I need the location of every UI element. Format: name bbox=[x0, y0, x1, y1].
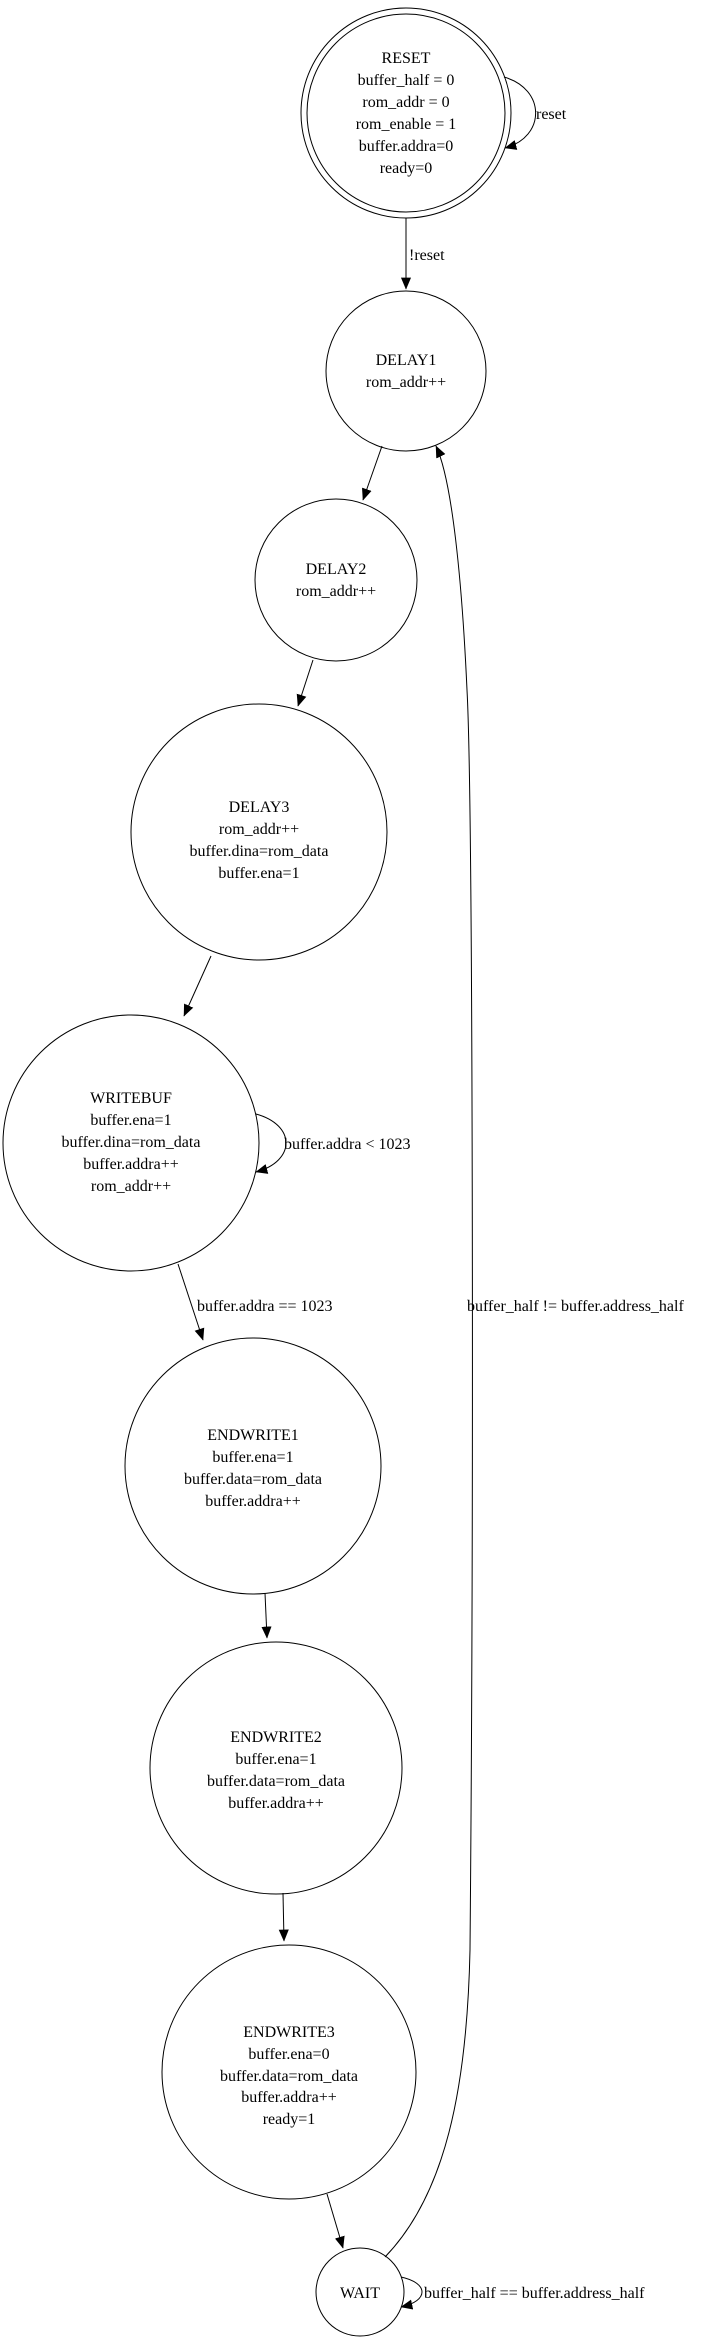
edge-reset-delay1-label: !reset bbox=[409, 247, 445, 264]
state-endwrite1-action: buffer.data=rom_data bbox=[184, 1471, 322, 1488]
state-endwrite3-action: buffer.addra++ bbox=[241, 2089, 337, 2106]
state-endwrite3-action: buffer.ena=0 bbox=[248, 2046, 329, 2063]
state-endwrite2-action: buffer.addra++ bbox=[228, 1795, 324, 1812]
state-delay1: DELAY1 rom_addr++ bbox=[325, 290, 487, 452]
state-endwrite1: ENDWRITE1 buffer.ena=1 buffer.data=rom_d… bbox=[124, 1337, 382, 1595]
edge-reset-self bbox=[503, 76, 537, 150]
state-writebuf-action: buffer.ena=1 bbox=[90, 1112, 171, 1129]
state-wait-circle bbox=[315, 2247, 405, 2337]
state-reset-action: rom_addr = 0 bbox=[362, 94, 449, 111]
edge-delay2-delay3 bbox=[296, 659, 314, 707]
state-writebuf-action: buffer.addra++ bbox=[83, 1156, 179, 1173]
edge-writebuf-self bbox=[255, 1113, 287, 1174]
state-endwrite1-title: ENDWRITE1 bbox=[207, 1427, 299, 1444]
edge-wait-delay1 bbox=[384, 445, 473, 2258]
state-reset-action: rom_enable = 1 bbox=[356, 116, 457, 133]
state-delay3-action: rom_addr++ bbox=[219, 821, 299, 838]
state-endwrite1-action: buffer.ena=1 bbox=[212, 1449, 293, 1466]
edge-delay1-delay2 bbox=[362, 445, 383, 501]
edge-delay3-writebuf bbox=[183, 955, 212, 1017]
state-reset-action: buffer.addra=0 bbox=[359, 138, 453, 155]
state-endwrite2-circle bbox=[149, 1641, 403, 1895]
state-endwrite3-circle bbox=[161, 1944, 417, 2200]
state-endwrite3: ENDWRITE3 buffer.ena=0 buffer.data=rom_d… bbox=[161, 1944, 417, 2200]
state-reset-inner-circle bbox=[306, 13, 506, 213]
edge-endwrite2-endwrite3 bbox=[278, 1892, 289, 1942]
state-delay2-title: DELAY2 bbox=[306, 561, 367, 578]
state-endwrite3-title: ENDWRITE3 bbox=[243, 2024, 335, 2041]
state-writebuf-action: rom_addr++ bbox=[91, 1178, 171, 1195]
state-endwrite2-action: buffer.ena=1 bbox=[235, 1751, 316, 1768]
edge-wait-delay1-label: buffer_half != buffer.address_half bbox=[467, 1298, 684, 1315]
edge-writebuf-self-label: buffer.addra < 1023 bbox=[284, 1136, 410, 1153]
state-delay2-action: rom_addr++ bbox=[296, 583, 376, 600]
state-endwrite1-action: buffer.addra++ bbox=[205, 1493, 301, 1510]
state-delay1-action: rom_addr++ bbox=[366, 374, 446, 391]
state-reset: RESET buffer_half = 0 rom_addr = 0 rom_e… bbox=[300, 7, 512, 219]
state-endwrite1-circle bbox=[124, 1337, 382, 1595]
state-delay3: DELAY3 rom_addr++ buffer.dina=rom_data b… bbox=[130, 703, 388, 961]
state-endwrite3-action: buffer.data=rom_data bbox=[220, 2068, 358, 2085]
state-writebuf: WRITEBUF buffer.ena=1 buffer.dina=rom_da… bbox=[2, 1014, 260, 1272]
edge-writebuf-endwrite1-label: buffer.addra == 1023 bbox=[197, 1298, 333, 1315]
state-delay2: DELAY2 rom_addr++ bbox=[254, 498, 418, 662]
state-delay3-action: buffer.dina=rom_data bbox=[190, 843, 329, 860]
edge-endwrite3-wait bbox=[326, 2193, 345, 2249]
state-endwrite2-title: ENDWRITE2 bbox=[230, 1729, 322, 1746]
state-endwrite3-action: ready=1 bbox=[263, 2111, 316, 2128]
edge-wait-self-label: buffer_half == buffer.address_half bbox=[424, 2285, 645, 2302]
edge-endwrite1-endwrite2 bbox=[261, 1592, 272, 1639]
state-delay3-title: DELAY3 bbox=[229, 799, 290, 816]
edge-writebuf-endwrite1 bbox=[177, 1263, 205, 1341]
state-writebuf-action: buffer.dina=rom_data bbox=[62, 1134, 201, 1151]
state-reset-action: ready=0 bbox=[380, 160, 433, 177]
state-delay2-circle bbox=[254, 498, 418, 662]
state-endwrite2-action: buffer.data=rom_data bbox=[207, 1773, 345, 1790]
edge-wait-self bbox=[400, 2276, 423, 2310]
state-delay3-action: buffer.ena=1 bbox=[218, 865, 299, 882]
state-reset-title: RESET bbox=[382, 50, 431, 67]
state-endwrite2: ENDWRITE2 buffer.ena=1 buffer.data=rom_d… bbox=[149, 1641, 403, 1895]
state-wait: WAIT bbox=[315, 2247, 405, 2337]
edge-reset-self-label: reset bbox=[536, 106, 567, 123]
state-writebuf-circle bbox=[2, 1014, 260, 1272]
state-writebuf-title: WRITEBUF bbox=[90, 1090, 172, 1107]
state-wait-title: WAIT bbox=[340, 2285, 380, 2302]
state-reset-outer-circle bbox=[300, 7, 512, 219]
state-delay1-title: DELAY1 bbox=[376, 352, 437, 369]
state-delay1-circle bbox=[325, 290, 487, 452]
state-delay3-circle bbox=[130, 703, 388, 961]
state-reset-action: buffer_half = 0 bbox=[358, 72, 455, 89]
